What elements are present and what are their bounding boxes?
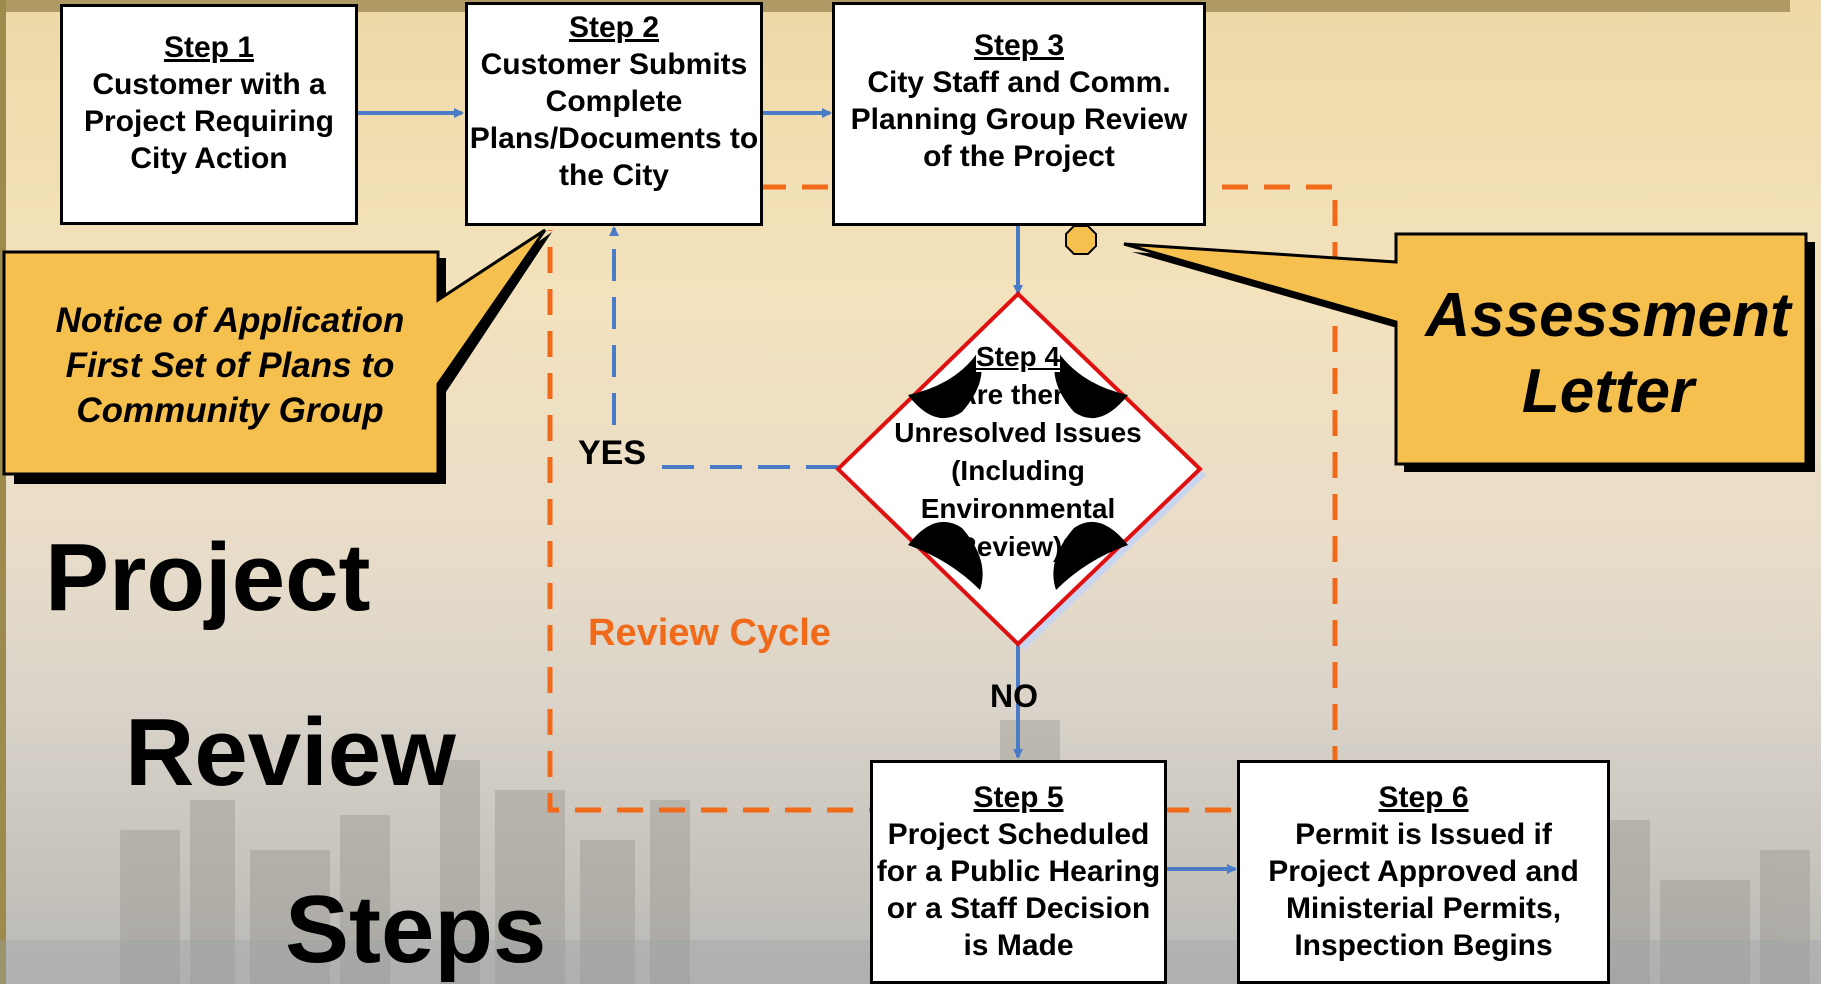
assessment-callout-text: Assessment Letter	[1425, 281, 1791, 426]
marker-octagon	[1065, 225, 1097, 255]
step-4-label: Step 4	[975, 341, 1061, 372]
left-edge	[0, 0, 6, 984]
step-5-label: Step 5	[973, 781, 1064, 814]
step-4-text: Are there Unresolved Issues (Including E…	[894, 379, 1142, 562]
title-word-project: Project	[45, 524, 371, 631]
decision-diamond	[835, 291, 1203, 647]
step-3-text: City Staff and Comm. Planning Group Revi…	[850, 66, 1188, 173]
title-word-steps: Steps	[285, 876, 547, 983]
step-6-text: Permit is Issued if Project Approved and…	[1268, 818, 1579, 962]
step-5-box: Step 5 Project Scheduled for a Public He…	[870, 760, 1167, 984]
notice-callout-text: Notice of Application First Set of Plans…	[55, 301, 405, 430]
assessment-callout-shape	[1123, 232, 1808, 466]
step-6-box: Step 6 Permit is Issued if Project Appro…	[1237, 760, 1610, 984]
step-1-box: Step 1 Customer with a Project Requiring…	[60, 4, 358, 225]
yes-label: YES	[578, 434, 647, 472]
step-6-label: Step 6	[1378, 781, 1469, 814]
step-5-text: Project Scheduled for a Public Hearing o…	[876, 818, 1161, 962]
diamond-decoration	[908, 352, 1128, 590]
step-2-label: Step 2	[568, 11, 660, 44]
title-word-review: Review	[125, 699, 456, 806]
step-2-text: Customer Submits Complete Plans/Document…	[469, 48, 759, 192]
step-4-text-block: Step 4 Are there Unresolved Issues (Incl…	[878, 338, 1158, 566]
notice-callout-shape	[2, 228, 547, 476]
step-3-box: Step 3 City Staff and Comm. Planning Gro…	[832, 2, 1206, 226]
step-3-label: Step 3	[973, 29, 1065, 62]
step-1-label: Step 1	[163, 31, 255, 64]
review-cycle-label: Review Cycle	[588, 612, 831, 654]
step-1-text: Customer with a Project Requiring City A…	[83, 68, 335, 175]
step-2-box: Step 2 Customer Submits Complete Plans/D…	[465, 2, 763, 226]
no-label: NO	[990, 678, 1038, 714]
